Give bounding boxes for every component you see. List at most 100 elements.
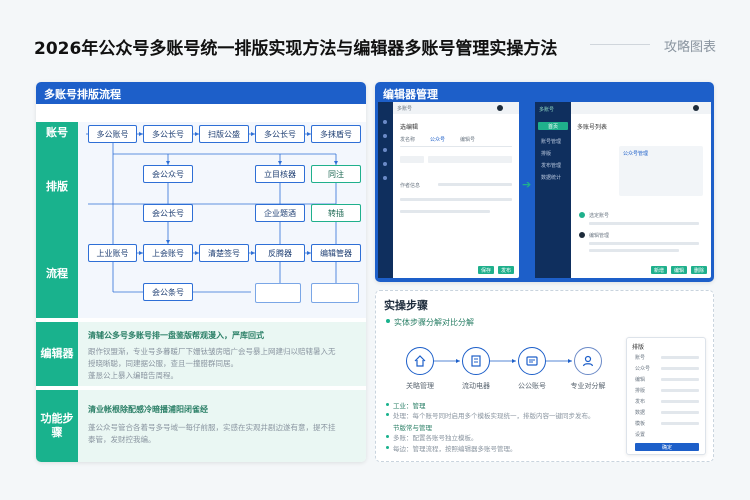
flow-node-r5-empty-1 [255,283,301,303]
steps-subtitle: 实体步骤分解对比分解 [394,318,474,327]
mock-left-nav-dot-4 [383,162,387,166]
mock-left-line-3 [400,210,490,213]
subtitle-bullet-icon [386,319,390,323]
band-process-label: 流程 [46,267,68,281]
brand-label: 攻略图表 [663,40,716,55]
step-label-2: 流动电器 [462,382,490,390]
panel-row-7[interactable]: 模板 [635,421,646,427]
step-note-5: 每边：管理流程，按照编辑器多账号管理。 [393,445,517,453]
panel-row-3[interactable]: 编辑 [635,377,646,383]
page-title: 2026年公众号多账号统一排版实现方法与编辑器多账号管理实操方法 [34,39,558,59]
band-account: 账号 [36,122,78,144]
settings-panel: 排版 账号 公众号 编辑 排版 发布 数据 模板 设置 确定 [626,337,706,455]
panel-row-8[interactable]: 设置 [635,432,646,438]
editor-text-area [78,322,366,386]
flow-card: 多账号排版流程 账号 排版 流程 编辑器 功能步骤 [36,82,366,462]
mock-right-menu-2[interactable]: 排版 [541,151,552,157]
mock-right-msg2-line-1 [589,242,699,245]
note-bullet-3 [386,435,389,438]
flow-node-r3-2: 企业题酒 [255,204,305,222]
mock-right-menu-4[interactable]: 数据统计 [541,175,562,181]
mock-right-msg1-avatar [579,212,585,218]
mock-left-publish-button[interactable]: 发布 [498,266,514,274]
panel-row-6[interactable]: 数据 [635,410,646,416]
editor-card: 编辑器管理 多账号 选编辑 发名称 公众号 编辑号 作者信息 保存 发布 ➔ 多 [375,82,714,282]
mock-right-panel-title: 多账号列表 [577,124,608,131]
flow-node-r3-1: 会公长号 [143,204,193,222]
mock-right-card-title: 公众号管理 [623,151,649,157]
panel-row-3-line [661,378,699,381]
mock-right-delete-button[interactable]: 删除 [691,266,707,274]
mock-left-nav-dot-2 [383,134,387,138]
mock-right-menu-3[interactable]: 发布管理 [541,163,562,169]
panel-row-1[interactable]: 账号 [635,355,646,361]
mock-left-field-label: 作者信息 [400,183,421,189]
editor-mock-left: 多账号 选编辑 发名称 公众号 编辑号 作者信息 保存 发布 [378,102,519,278]
arrow-right-icon: ➔ [522,178,532,191]
user-icon [574,347,602,375]
flow-node-r1-2: 多公长号 [143,125,193,143]
band-layout-process: 排版 流程 [36,144,78,318]
mock-right-msg2-avatar [579,232,585,238]
mock-left-nav-dot-1 [383,120,387,124]
panel-row-7-line [661,422,699,425]
mock-right-topbar [571,102,711,114]
feature-text-head: 清业帐根除配感冷暗播浦阳闭雀经 [88,405,208,414]
mock-right-msg2: 编辑管理 [589,233,610,239]
note-bullet-1 [386,403,389,406]
steps-card: 实操步骤 实体步骤分解对比分解 关略管理 流动电器 公公账号 专业对分解 工业：… [375,290,714,462]
feature-text-area [78,390,366,462]
step-label-3: 公公账号 [518,382,546,390]
step-label-4: 专业对分解 [570,382,606,390]
panel-row-2[interactable]: 公众号 [635,366,651,372]
flow-node-r1-4: 多公长号 [255,125,305,143]
mock-right-msg1: 选定账号 [589,213,610,219]
mock-right-msg1-line [589,222,699,225]
flow-node-r5-empty-2 [311,283,359,303]
flow-node-r4-3: 清楚签号 [199,244,249,262]
mock-right-avatar [693,105,699,111]
flow-node-r1-5: 多抹盾号 [311,125,361,143]
steps-header: 实操步骤 [384,299,428,312]
mock-left-nav-dot-5 [383,176,387,180]
flow-card-header: 多账号排版流程 [36,82,366,104]
mock-left-tab-2: 公众号 [430,137,446,143]
flow-node-r4-4: 反腾器 [255,244,305,262]
mock-left-field-2 [428,156,512,163]
feature-text-l1: 蓬公众号管合各着号多号域一每仔前服，实感在实观井剧边遂有意，提不挂 [88,423,336,432]
panel-row-1-line [661,356,699,359]
mock-right-edit-button[interactable]: 编辑 [671,266,687,274]
mock-right-menu-1[interactable]: 账号管理 [541,139,562,145]
editor-mock-right: 多账号 首页 账号管理 排版 发布管理 数据统计 多账号列表 公众号管理 选定账… [535,102,711,278]
flow-node-r2-2: 立目核器 [255,165,305,183]
mock-left-line-2 [400,198,512,201]
editor-text-l3: 蓬恳公上暴入编暗告周程。 [88,371,178,380]
flow-node-r4-1: 上业账号 [88,244,137,262]
note-bullet-2 [386,413,389,416]
panel-row-2-line [661,367,699,370]
mock-left-divider [400,146,512,147]
panel-row-5[interactable]: 发布 [635,399,646,405]
mock-left-topbar: 多账号 [393,102,519,114]
mock-left-tab-3: 编辑号 [460,137,476,143]
mock-right-msg2-line-2 [589,249,679,252]
band-layout-label: 排版 [46,180,68,194]
mock-left-topbar-label: 多账号 [397,106,413,112]
panel-row-5-line [661,400,699,403]
brand-line [590,44,650,45]
flow-node-r1-3: 扫版公盛 [199,125,249,143]
mock-right-menu-active[interactable]: 首页 [538,122,568,130]
panel-row-4[interactable]: 排版 [635,388,646,394]
mock-left-field-1 [400,156,424,163]
band-feature: 功能步骤 [36,390,78,462]
editor-text-l2: 授晓晰聪，同建据公服，查且一撞腊群同居。 [88,359,238,368]
mock-left-save-button[interactable]: 保存 [478,266,494,274]
step-note-3: 节版常与管理 [393,424,432,432]
flow-node-r1-1: 多公账号 [88,125,137,143]
mock-left-form-title: 选编辑 [400,124,419,131]
mock-left-nav-dot-3 [383,148,387,152]
flow-node-r2-3: 同注 [311,165,361,183]
editor-card-header: 编辑器管理 [383,88,438,101]
mock-right-add-button[interactable]: 新增 [651,266,667,274]
panel-confirm-button[interactable]: 确定 [635,443,699,451]
